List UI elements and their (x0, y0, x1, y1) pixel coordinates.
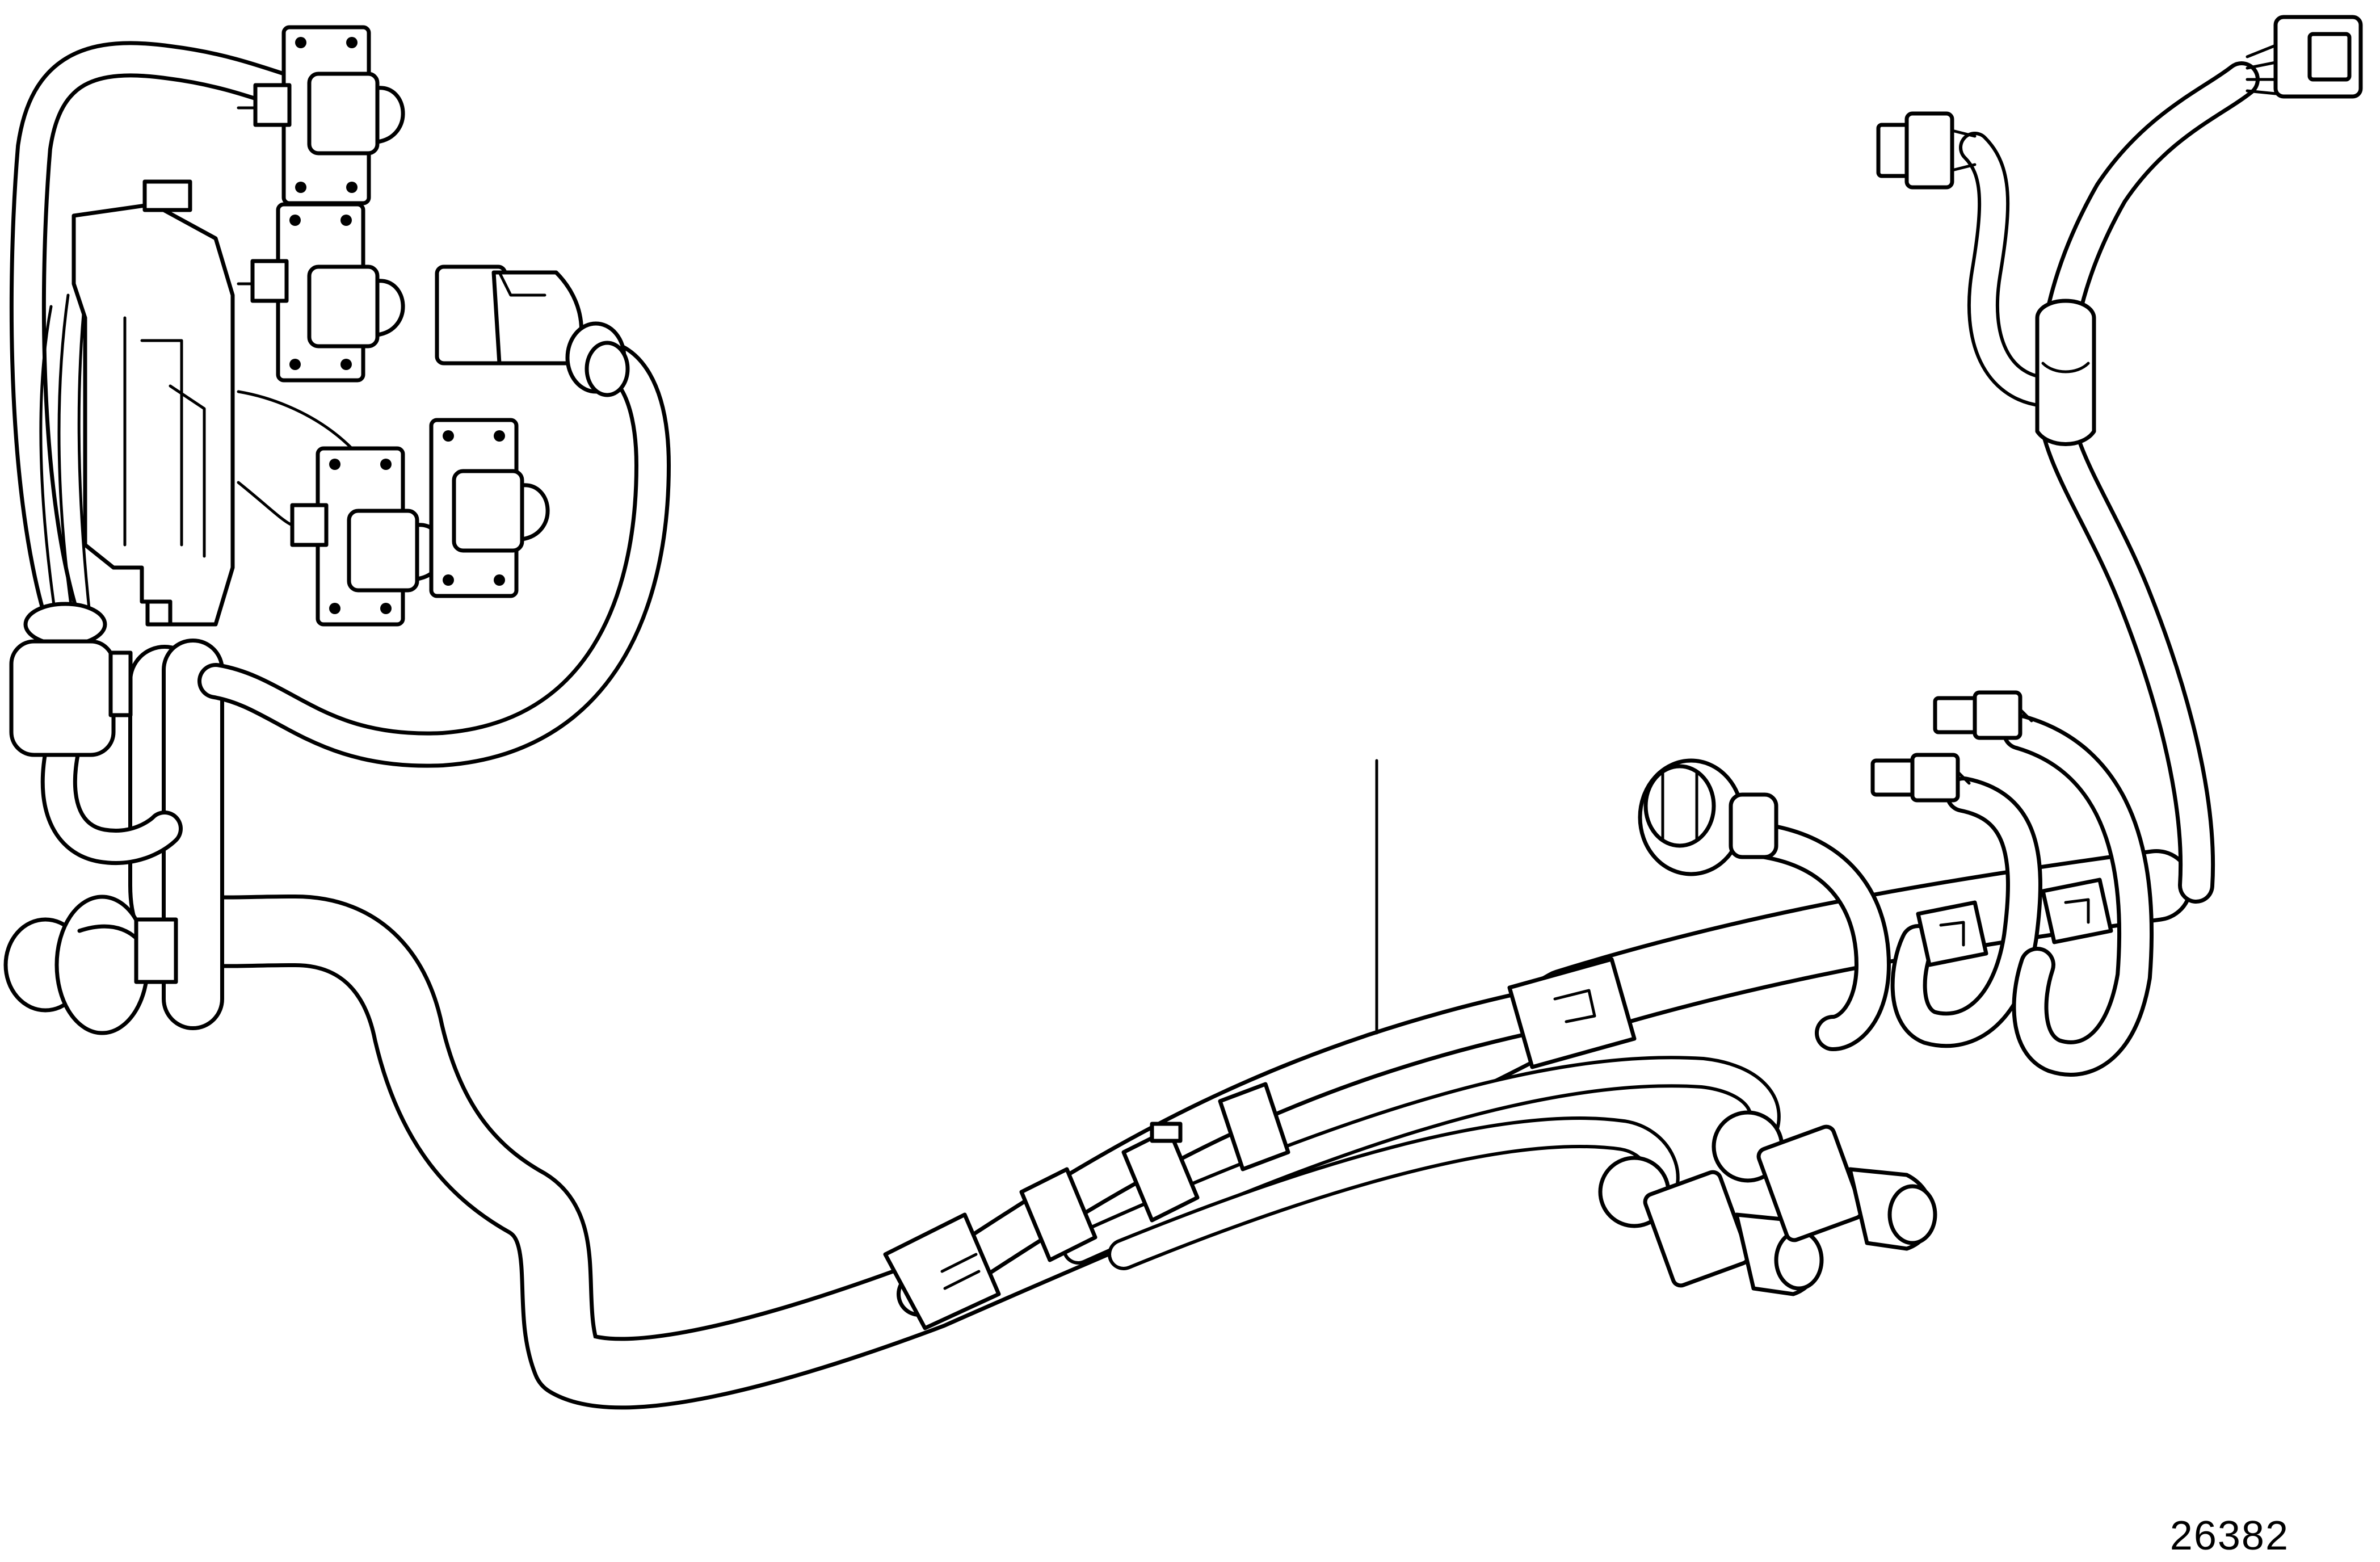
right-loop-cable-1 (1890, 776, 2042, 1048)
right-riser-branch (1959, 132, 2059, 408)
centre-branch-lower-1 (1062, 1056, 1781, 1265)
centre-clamp-5 (1507, 957, 1637, 1069)
lower-left-loop-cable (40, 731, 183, 865)
top-right-small-connector (1876, 111, 1977, 190)
centre-clamp-3 (1121, 1122, 1200, 1223)
right-clamp-2 (2041, 877, 2113, 944)
centre-branch-upper (897, 982, 1589, 1317)
control-unit-body (72, 179, 235, 627)
centre-branch-lower-2 (1108, 1116, 1680, 1270)
upper-middle-connector (435, 264, 630, 397)
left-wire-bundle (39, 293, 92, 626)
drawing-number: 26382 (2169, 1513, 2289, 1559)
centre-clamp-4 (1218, 1082, 1290, 1172)
round-connector (1638, 758, 1891, 1051)
upper-left-loop-cable (197, 339, 671, 768)
flange-connector-3 (290, 446, 445, 627)
lower-left-grommet (3, 895, 178, 1035)
right-small-connector-1 (1870, 753, 1971, 803)
right-riser-clamp (2035, 299, 2096, 446)
centre-clamp-2 (1019, 1167, 1098, 1262)
left-outer-loop-cable (9, 41, 302, 654)
right-small-connector-2 (1933, 690, 2033, 740)
flange-leads (237, 106, 354, 527)
flange-connector-4 (429, 418, 550, 598)
bottom-plug-connector-2 (1712, 1110, 1937, 1251)
flange-connector-1 (253, 25, 405, 205)
right-loop-cable-2 (2002, 714, 2154, 1077)
flange-connector-2 (250, 202, 405, 383)
left-grommet (9, 602, 133, 757)
bottom-plug-connector-1 (1598, 1156, 1824, 1296)
right-clamp-1 (1916, 900, 1988, 967)
centre-clamp-1 (883, 1212, 1001, 1330)
top-right-multi-pin-connector (2246, 15, 2363, 99)
